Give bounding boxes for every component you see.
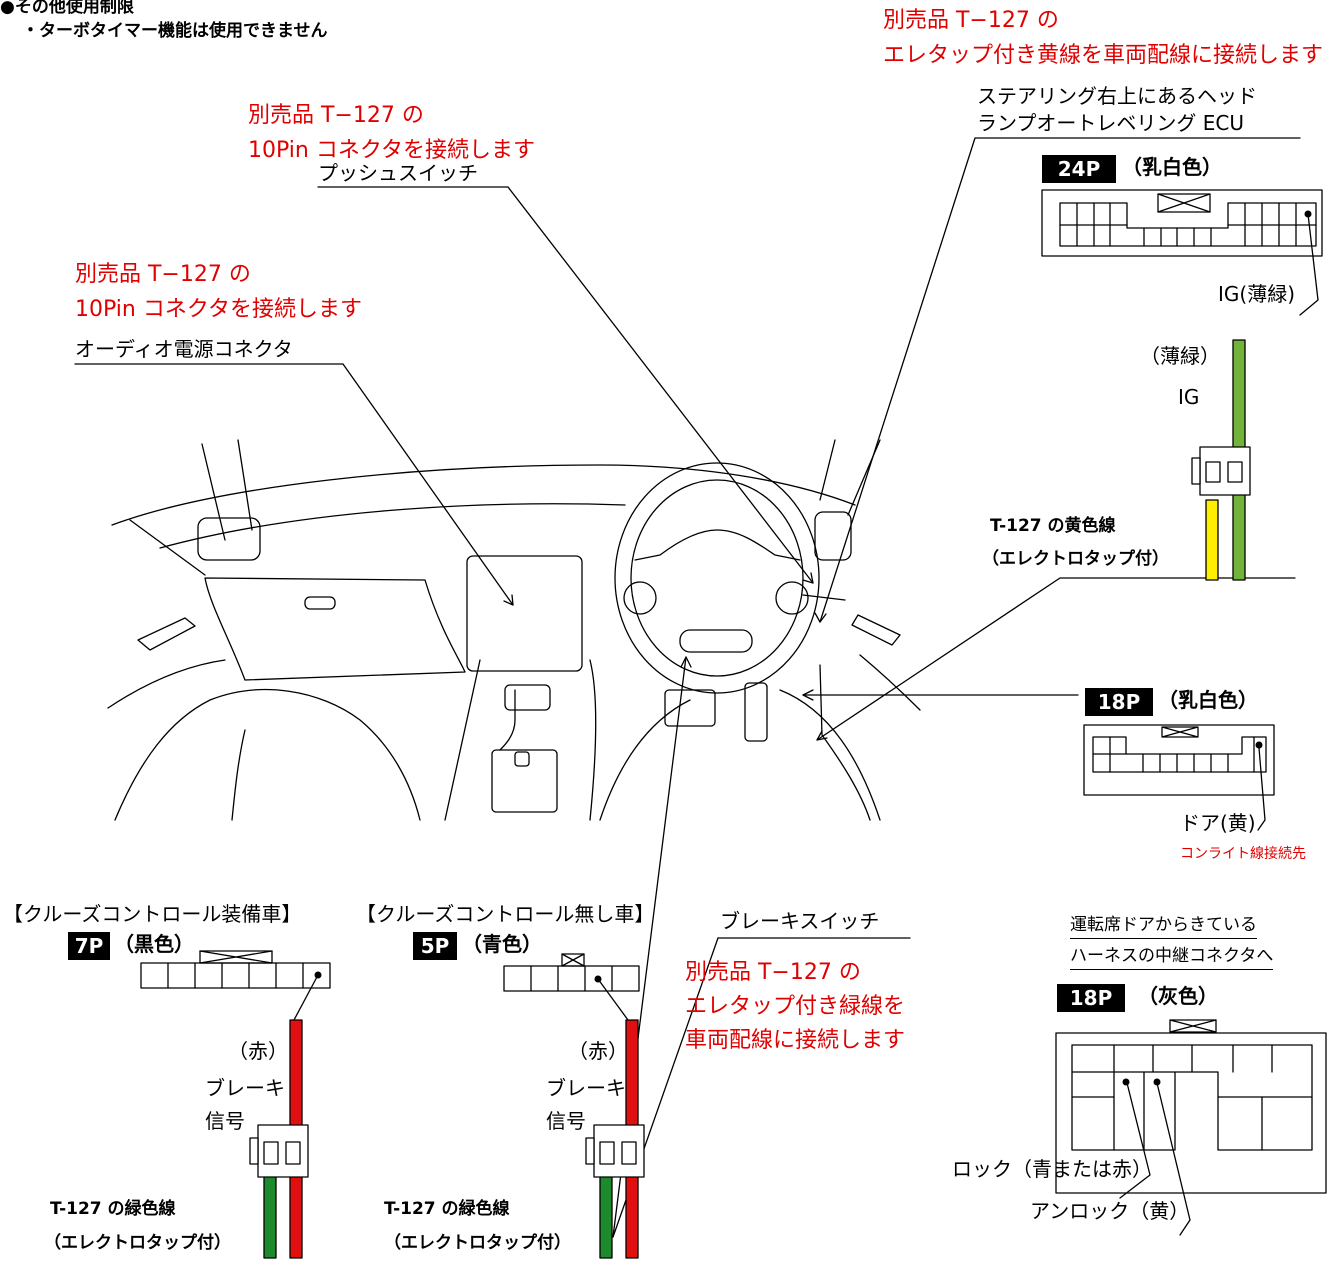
door-pin-label: ドア(黄) [1180,811,1256,835]
restriction-item: ・ターボタイマー機能は使用できません [22,21,328,41]
conlight-note: コンライト線接続先 [1180,846,1306,862]
connector-18p-milky-color: （乳白色） [1158,688,1258,712]
brake-note-2: エレタップ付き緑線を [685,994,906,1019]
cruise-none-header: 【クルーズコントロール無し車】 [356,902,655,926]
right-signal-label-2: 信号 [546,1109,586,1133]
unlock-pin-label: アンロック（黄） [1030,1199,1190,1223]
ig-pin-label: IG(薄緑) [1218,282,1296,306]
restriction-heading: ●その他使用制限 [0,0,134,17]
ecu-note-1: 別売品 T−127 の [883,8,1059,33]
pin-dot-lock [1122,1078,1130,1086]
connector-24p-color: （乳白色） [1122,155,1222,179]
audio-note-2: 10Pin コネクタを接続します [75,297,362,322]
cruise-equipped-header: 【クルーズコントロール装備車】 [3,902,302,926]
pin-dot-door [1255,741,1263,749]
right-signal-label-1: ブレーキ [546,1076,626,1100]
ig-tap-label-1: T-127 の黄色線 [990,516,1116,536]
pin-dot-brake-5p [594,975,602,983]
ecu-note-2: エレタップ付き黄線を車両配線に接続します [883,43,1324,68]
brake-note-3: 車両配線に接続します [685,1028,906,1053]
ecu-label-1: ステアリング右上にあるヘッド [977,84,1257,108]
right-tap-label-1: T-127 の緑色線 [384,1199,510,1219]
push-switch-note-1: 別売品 T−127 の [248,103,424,128]
connector-5p-color: （青色） [462,932,542,956]
ig-tap-label-2: （エレクトロタップ付） [982,549,1169,569]
connector-18p-milky-diagram [1083,724,1275,831]
pin-dot-unlock [1153,1078,1161,1086]
audio-connector-label: オーディオ電源コネクタ [75,337,293,361]
car-interior-illustration [107,439,921,821]
right-wire-color-label: （赤） [568,1039,628,1063]
right-tap-label-2: （エレクトロタップ付） [384,1233,571,1253]
ig-wire-color-label: （薄緑） [1140,344,1220,368]
connector-5p-badge: 5P [413,932,457,960]
connector-7p-badge: 7P [68,932,110,960]
connector-7p-diagram [140,950,331,1021]
connector-18p-grey-badge: 18P [1057,984,1125,1012]
connector-18p-grey-color: （灰色） [1138,984,1218,1008]
left-wire-color-label: （赤） [228,1039,288,1063]
left-signal-label-2: 信号 [205,1109,245,1133]
ig-wire-signal-label: IG [1178,385,1200,409]
brake-note-1: 別売品 T−127 の [685,960,861,985]
connector-5p-diagram [503,953,640,1021]
brake-wire-assembly-left [249,1019,309,1259]
ig-wire-assembly [1191,339,1251,581]
door-harness-label-1: 運転席ドアからきている [1070,915,1257,939]
push-switch-note-2: 10Pin コネクタを接続します [248,138,535,163]
pin-dot-brake-7p [314,971,322,979]
lock-pin-label: ロック（青または赤） [952,1157,1152,1181]
connector-18p-milky-badge: 18P [1085,688,1153,716]
brake-wire-assembly-right [585,1019,645,1259]
left-tap-label-1: T-127 の緑色線 [50,1199,176,1219]
pin-dot-ig [1304,210,1312,218]
connector-24p-badge: 24P [1042,155,1116,183]
connector-18p-grey-diagram [1055,1019,1327,1236]
connector-24p-diagram [1041,189,1323,316]
push-switch-label: プッシュスイッチ [318,161,478,185]
ecu-label-2: ランプオートレベリング ECU [977,111,1244,135]
left-tap-label-2: （エレクトロタップ付） [44,1233,231,1253]
brake-switch-label: ブレーキスイッチ [720,909,880,933]
door-harness-label-2: ハーネスの中継コネクタへ [1070,946,1274,970]
audio-note-1: 別売品 T−127 の [75,262,251,287]
left-signal-label-1: ブレーキ [205,1076,285,1100]
connector-7p-color: （黒色） [114,932,194,956]
